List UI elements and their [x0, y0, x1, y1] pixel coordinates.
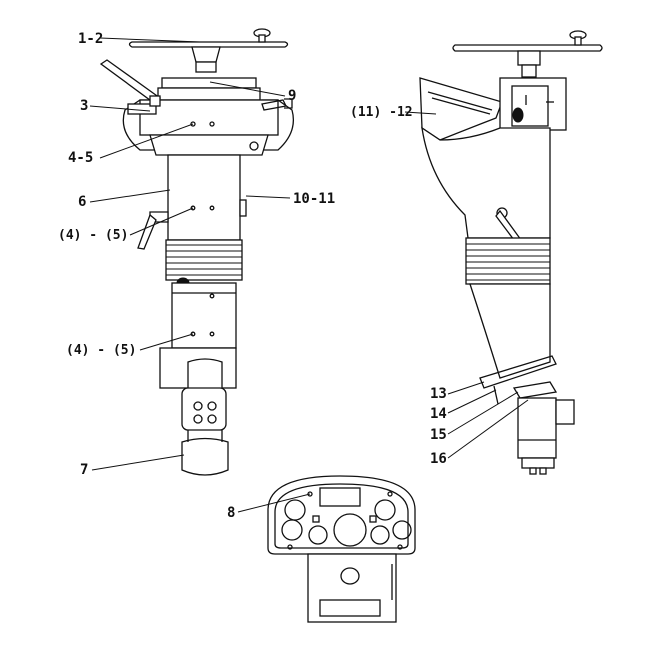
- tilt-lever: [99, 59, 162, 107]
- label-11-12: (11) -12: [350, 105, 413, 120]
- label-4-5-paren-lower: (4) - (5): [66, 343, 136, 358]
- label-14: 14: [430, 406, 447, 422]
- label-3: 3: [80, 98, 88, 114]
- cover-hood: [419, 77, 503, 141]
- leader-lines: [89, 37, 529, 513]
- upper-housing-front: [122, 77, 295, 156]
- label-10-11: 10-11: [293, 191, 335, 207]
- label-15: 15: [430, 427, 447, 443]
- front-view-assembly: [99, 28, 295, 476]
- label-13: 13: [430, 386, 447, 402]
- label-7: 7: [80, 462, 88, 478]
- label-4-5-paren-upper: (4) - (5): [58, 228, 128, 243]
- label-6: 6: [78, 194, 86, 210]
- column-side: [421, 126, 551, 249]
- callout-labels: 1-2 3 4-5 6 (4) - (5) (4) - (5) 7 8 9 10…: [58, 31, 447, 521]
- motor-side: [512, 381, 575, 475]
- lower-column-front: [171, 282, 237, 349]
- upper-housing-side: [499, 77, 567, 131]
- label-16: 16: [430, 451, 447, 467]
- instrument-panel: [267, 475, 416, 623]
- label-9: 9: [288, 88, 296, 104]
- main-column-front: [137, 154, 247, 250]
- steering-wheel-side: [452, 30, 603, 78]
- lower-column-side: [469, 283, 557, 405]
- side-view-assembly: [419, 30, 603, 475]
- steering-wheel-front: [128, 28, 289, 73]
- label-8: 8: [227, 505, 235, 521]
- bellows-side: [465, 237, 551, 285]
- label-1-2: 1-2: [78, 31, 103, 47]
- label-4-5: 4-5: [68, 150, 93, 166]
- hub-front: [181, 358, 229, 476]
- bellows-front: [165, 239, 243, 289]
